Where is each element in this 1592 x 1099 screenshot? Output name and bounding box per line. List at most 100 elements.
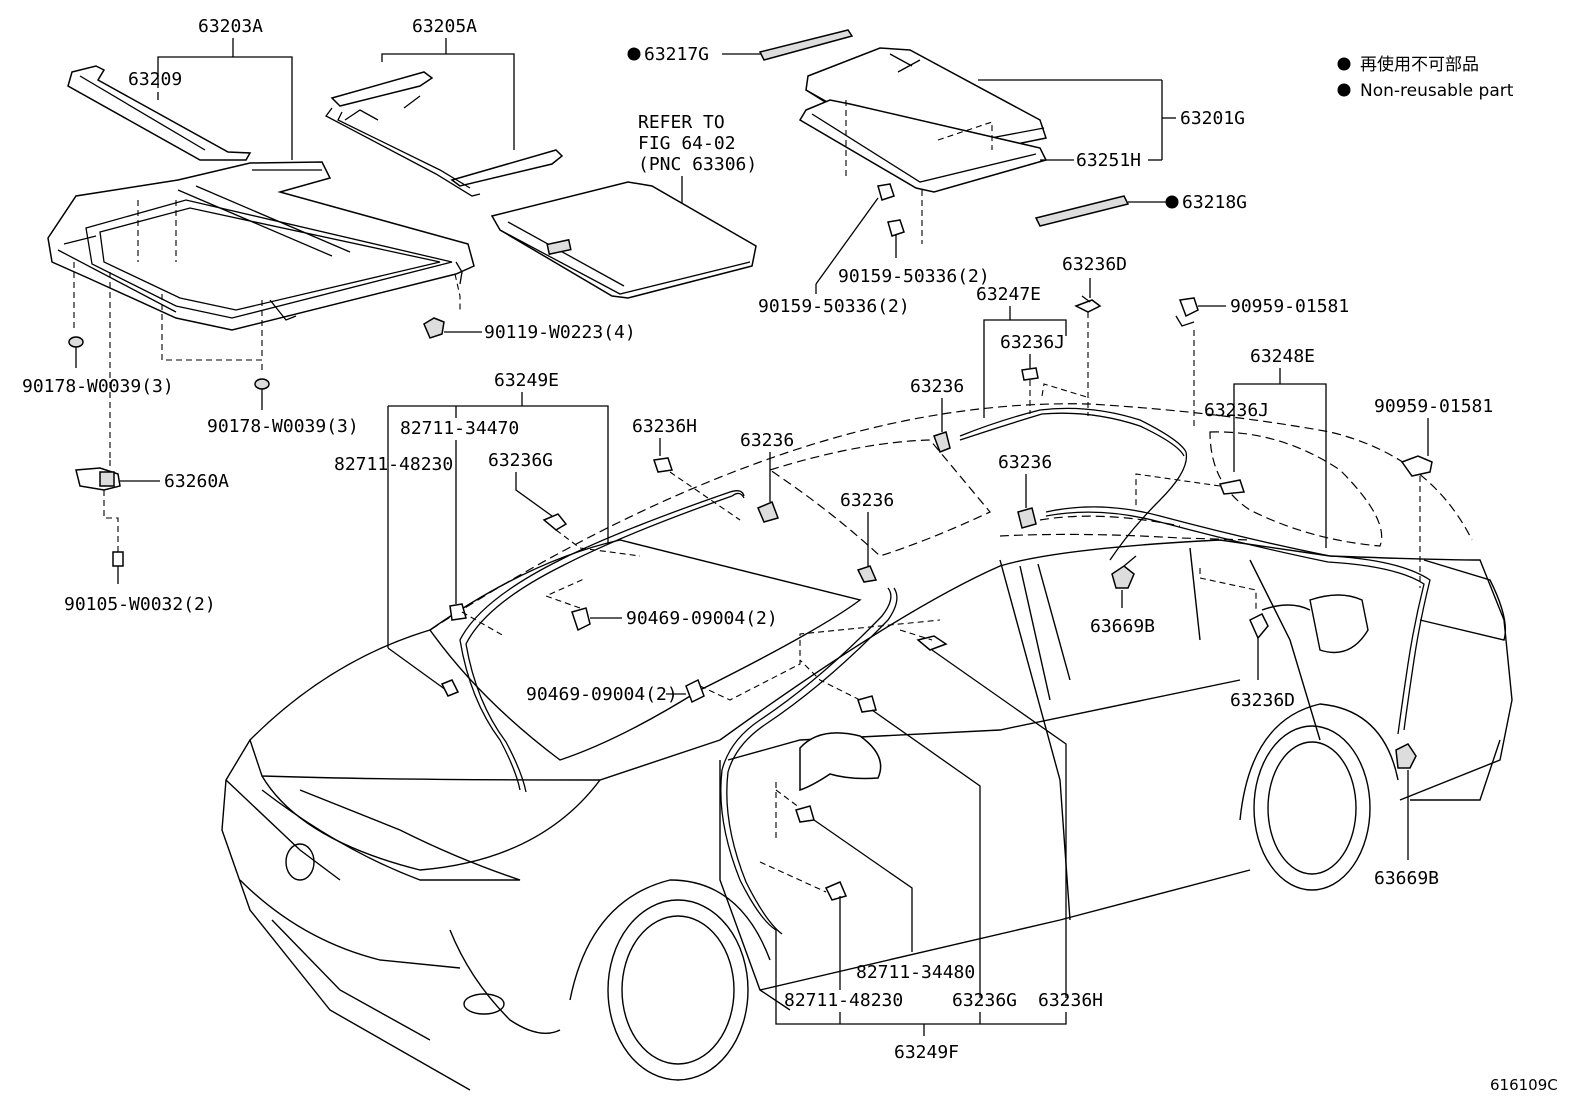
clip-icon	[824, 881, 848, 901]
non-reusable-marker-icon	[1337, 57, 1351, 71]
label-82711-34480[interactable]: 82711-34480	[856, 962, 975, 983]
sunroof-motor-group: 63260A 90105-W0032(2)	[64, 460, 229, 615]
label-90159-upper[interactable]: 90159-50336(2)	[838, 266, 990, 287]
non-reusable-marker-icon	[1337, 83, 1351, 97]
grommet-icon	[1395, 743, 1417, 769]
label-63248E[interactable]: 63248E	[1250, 346, 1315, 367]
bolt-icon	[877, 183, 895, 201]
clip-icon	[440, 679, 460, 697]
label-90469-upper[interactable]: 90469-09004(2)	[626, 608, 778, 629]
sunroof-housing-group: 63203A 63209	[47, 16, 475, 460]
drive-cable-rail-upper	[330, 71, 434, 107]
clip-icon	[254, 378, 270, 390]
screw-icon	[112, 551, 124, 567]
label-63203A[interactable]: 63203A	[198, 16, 263, 37]
label-90469-lower[interactable]: 90469-09004(2)	[526, 684, 678, 705]
label-63669B-b[interactable]: 63669B	[1374, 868, 1439, 889]
label-63236-d[interactable]: 63236	[998, 452, 1052, 473]
side-mirror	[799, 732, 882, 792]
clip-icon	[857, 695, 877, 713]
clip-icon	[916, 635, 948, 651]
note-refer-1: REFER TO	[638, 112, 725, 133]
label-90105[interactable]: 90105-W0032(2)	[64, 594, 216, 615]
label-63236G-a[interactable]: 63236G	[488, 450, 553, 471]
clip-90469-icon	[685, 678, 705, 704]
label-63236-a[interactable]: 63236	[910, 376, 964, 397]
label-63236D-bottom[interactable]: 63236D	[1230, 690, 1295, 711]
clip-icon	[933, 431, 951, 453]
label-82711-34470[interactable]: 82711-34470	[400, 418, 519, 439]
clip-90959-icon	[1178, 297, 1199, 318]
drive-cable-rail-lower	[450, 149, 564, 187]
label-90959-b[interactable]: 90959-01581	[1374, 396, 1493, 417]
label-63260A[interactable]: 63260A	[164, 471, 229, 492]
front-wheel	[607, 899, 749, 1081]
label-63217G[interactable]: 63217G	[644, 44, 709, 65]
non-reusable-marker-icon	[1165, 195, 1179, 209]
legend-en: Non-reusable part	[1360, 81, 1514, 101]
deflector-seal-part	[1034, 195, 1130, 227]
clip-h-icon	[653, 457, 673, 473]
clip-90469-icon	[571, 607, 591, 632]
sunroof-housing-frame	[47, 161, 475, 331]
clip-icon	[757, 501, 779, 523]
nut-icon	[423, 317, 445, 339]
figure-id: 616109C	[1490, 1076, 1558, 1094]
label-90159-lower[interactable]: 90159-50336(2)	[758, 296, 910, 317]
car-body-outline	[221, 403, 1513, 1091]
label-63209[interactable]: 63209	[128, 69, 182, 90]
front-left-hose-labels: 63249E 82711-34470 82711-48230 63236G 63…	[334, 370, 941, 705]
label-82711-48230-a[interactable]: 82711-48230	[334, 454, 453, 475]
label-63249F[interactable]: 63249F	[894, 1042, 959, 1063]
label-63236D-top[interactable]: 63236D	[1062, 254, 1127, 275]
sunshade-group: REFER TO FIG 64-02 (PNC 63306)	[490, 112, 757, 299]
label-63236G-b[interactable]: 63236G	[952, 990, 1017, 1011]
non-reusable-marker-icon	[627, 47, 641, 61]
front-right-hose-labels: 82711-34480 82711-48230 63236G 63236H 63…	[759, 629, 1103, 1063]
label-63236-b[interactable]: 63236	[740, 430, 794, 451]
grommet-icon	[1111, 565, 1135, 589]
bolt-icon	[887, 219, 905, 237]
label-82711-48230-b[interactable]: 82711-48230	[784, 990, 903, 1011]
legend-jp: 再使用不可部品	[1360, 54, 1479, 75]
clip-g-icon	[542, 513, 568, 531]
clip-icon	[795, 805, 815, 823]
emblem	[285, 843, 315, 881]
label-63201G[interactable]: 63201G	[1180, 108, 1245, 129]
sunroof-glass-group: 63217G 63201G 63251H 63218G 90159-50336(…	[423, 29, 1247, 343]
clip-icon	[1017, 507, 1037, 529]
clip-icon	[856, 565, 878, 583]
clip-j-icon	[1218, 479, 1246, 495]
label-90119[interactable]: 90119-W0223(4)	[484, 322, 636, 343]
clip-90959-icon	[1400, 455, 1433, 477]
label-63236J-a[interactable]: 63236J	[1000, 332, 1065, 353]
label-63218G[interactable]: 63218G	[1182, 192, 1247, 213]
label-90178-left[interactable]: 90178-W0039(3)	[22, 376, 174, 397]
label-63205A[interactable]: 63205A	[412, 16, 477, 37]
sunshade-panel	[490, 181, 757, 299]
deflector-seal-part	[758, 29, 854, 61]
note-refer-2: FIG 64-02	[638, 133, 736, 154]
label-90959-a[interactable]: 90959-01581	[1230, 296, 1349, 317]
clip-j-icon	[1021, 367, 1039, 381]
sunshade-rail-part	[67, 65, 252, 161]
clip-icon	[449, 603, 467, 621]
label-90178-right[interactable]: 90178-W0039(3)	[207, 416, 359, 437]
note-refer-3: (PNC 63306)	[638, 154, 757, 175]
drain-hose-group	[459, 407, 1431, 935]
label-63236H-a[interactable]: 63236H	[632, 416, 697, 437]
label-63251H[interactable]: 63251H	[1076, 150, 1141, 171]
label-63669B-a[interactable]: 63669B	[1090, 616, 1155, 637]
label-63236-c[interactable]: 63236	[840, 490, 894, 511]
clip-icon	[68, 336, 84, 348]
body-clips: 63236D 63247E 63236J 63236 63236 63236 6…	[740, 254, 1493, 889]
label-63236H-b[interactable]: 63236H	[1038, 990, 1103, 1011]
label-63249E[interactable]: 63249E	[494, 370, 559, 391]
label-63247E[interactable]: 63247E	[976, 284, 1041, 305]
drive-cable-group: 63205A	[325, 16, 564, 197]
rear-wheel	[1253, 725, 1371, 891]
legend: 再使用不可部品 Non-reusable part	[1337, 54, 1514, 101]
label-63236J-b[interactable]: 63236J	[1204, 400, 1269, 421]
grommet-icon	[1074, 299, 1102, 313]
